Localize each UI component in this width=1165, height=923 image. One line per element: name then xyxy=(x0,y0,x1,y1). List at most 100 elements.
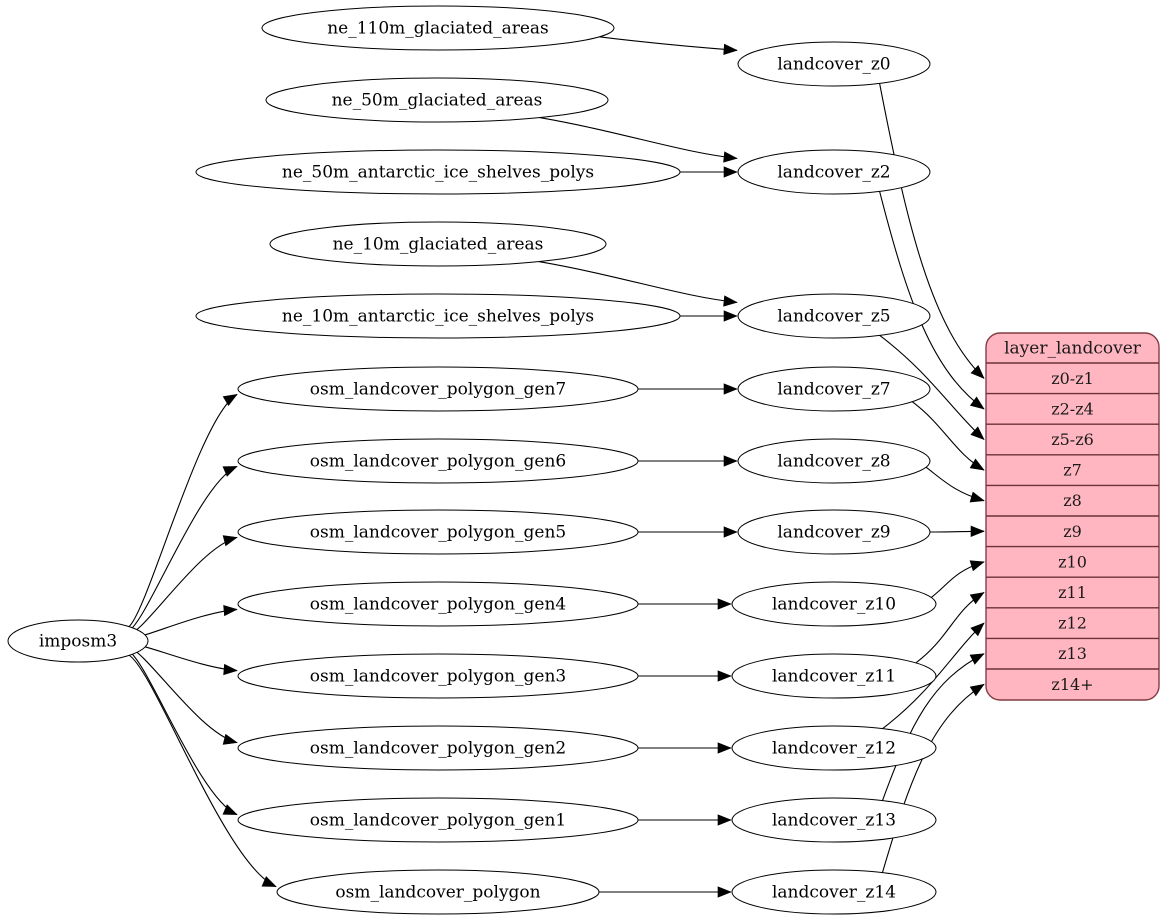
edge-osm_landcover_polygon_gen2-to-landcover_z12 xyxy=(637,742,732,754)
edge-arrowhead xyxy=(723,43,738,55)
edge-line xyxy=(881,683,985,873)
table-row-z14+[interactable]: z14+ xyxy=(1051,675,1093,694)
node-landcover_z2[interactable]: landcover_z2 xyxy=(737,149,931,195)
node-landcover_z9[interactable]: landcover_z9 xyxy=(737,509,931,555)
edge-landcover_z2-to-row-z2-z4 xyxy=(879,191,985,410)
table-row-z0-z1[interactable]: z0-z1 xyxy=(1051,369,1094,388)
node-shape xyxy=(731,581,937,627)
node-shape xyxy=(737,366,931,412)
node-ne_10m_antarctic_ice_shelves_polys[interactable]: ne_10m_antarctic_ice_shelves_polys xyxy=(195,293,681,339)
node-osm_landcover_polygon_gen7[interactable]: osm_landcover_polygon_gen7 xyxy=(237,366,639,412)
edge-arrowhead xyxy=(222,733,238,745)
edge-landcover_z13-to-row-z13 xyxy=(881,653,985,801)
edge-arrowhead xyxy=(222,393,238,407)
edge-arrowhead xyxy=(969,592,985,605)
edge-osm_landcover_polygon_gen7-to-landcover_z7 xyxy=(638,383,738,395)
edge-imposm3-to-osm_landcover_polygon_gen6 xyxy=(128,465,238,632)
edge-arrowhead xyxy=(223,604,238,617)
node-shape xyxy=(237,797,639,843)
node-shape xyxy=(737,438,931,484)
edge-landcover_z0-to-row-z0-z1 xyxy=(879,83,985,379)
edge-arrowhead xyxy=(723,455,738,467)
edge-arrowhead xyxy=(723,383,738,395)
edge-osm_landcover_polygon_gen1-to-landcover_z13 xyxy=(638,814,732,826)
node-landcover_z7[interactable]: landcover_z7 xyxy=(737,366,931,412)
table-row-z11[interactable]: z11 xyxy=(1058,583,1087,602)
node-landcover_z0[interactable]: landcover_z0 xyxy=(737,41,931,87)
node-osm_landcover_polygon_gen2[interactable]: osm_landcover_polygon_gen2 xyxy=(237,725,639,771)
edge-ne_10m_glaciated_areas-to-landcover_z5 xyxy=(538,261,738,307)
edge-landcover_z14-to-row-z14+ xyxy=(881,683,985,873)
node-shape xyxy=(237,509,639,555)
edge-arrowhead xyxy=(969,491,985,503)
node-shape xyxy=(731,797,937,843)
edge-landcover_z7-to-row-z7 xyxy=(911,401,985,471)
table-row-z5-z6[interactable]: z5-z6 xyxy=(1051,430,1094,449)
node-landcover_z10[interactable]: landcover_z10 xyxy=(731,581,937,627)
edge-ne_50m_antarctic_ice_shelves_polys-to-landcover_z2 xyxy=(679,166,738,178)
node-shape xyxy=(237,725,639,771)
edge-osm_landcover_polygon_gen4-to-landcover_z10 xyxy=(638,598,732,610)
node-shape xyxy=(237,581,639,627)
node-landcover_z13[interactable]: landcover_z13 xyxy=(731,797,937,843)
edge-arrowhead xyxy=(723,526,738,538)
edge-line xyxy=(879,191,985,410)
edge-imposm3-to-osm_landcover_polygon_gen7 xyxy=(128,393,238,628)
edge-line xyxy=(128,646,238,744)
node-osm_landcover_polygon_gen6[interactable]: osm_landcover_polygon_gen6 xyxy=(237,438,639,484)
node-osm_landcover_polygon_gen5[interactable]: osm_landcover_polygon_gen5 xyxy=(237,509,639,555)
node-landcover_z5[interactable]: landcover_z5 xyxy=(737,293,931,339)
edge-line xyxy=(128,465,238,632)
node-landcover_z14[interactable]: landcover_z14 xyxy=(731,869,937,915)
edge-landcover_z10-to-row-z10 xyxy=(930,560,985,598)
edge-arrowhead xyxy=(969,396,985,410)
node-landcover_z12[interactable]: landcover_z12 xyxy=(731,725,937,771)
edge-line xyxy=(128,650,238,816)
node-shape xyxy=(731,725,937,771)
edge-arrowhead xyxy=(717,670,732,682)
node-shape xyxy=(237,653,639,699)
node-osm_landcover_polygon_gen1[interactable]: osm_landcover_polygon_gen1 xyxy=(237,797,639,843)
table-row-z8[interactable]: z8 xyxy=(1063,491,1082,510)
table-row-z7[interactable]: z7 xyxy=(1063,461,1082,480)
edge-arrowhead xyxy=(970,525,985,537)
table-layer_landcover[interactable]: layer_landcoverz0-z1z2-z4z5-z6z7z8z9z10z… xyxy=(985,332,1160,701)
edge-arrowhead xyxy=(969,683,985,697)
node-osm_landcover_polygon_gen4[interactable]: osm_landcover_polygon_gen4 xyxy=(237,581,639,627)
edge-line xyxy=(879,334,985,440)
node-shape xyxy=(731,869,937,915)
edge-imposm3-to-osm_landcover_polygon xyxy=(128,654,277,888)
node-landcover_z11[interactable]: landcover_z11 xyxy=(731,653,937,699)
edge-landcover_z11-to-row-z11 xyxy=(915,592,985,664)
edge-arrowhead xyxy=(222,466,238,477)
table-row-z13[interactable]: z13 xyxy=(1058,644,1087,663)
table-row-z2-z4[interactable]: z2-z4 xyxy=(1051,399,1094,418)
node-shape xyxy=(276,869,600,915)
node-shape xyxy=(737,509,931,555)
node-shape xyxy=(265,77,609,123)
node-osm_landcover_polygon[interactable]: osm_landcover_polygon xyxy=(276,869,600,915)
table-row-z9[interactable]: z9 xyxy=(1063,522,1082,541)
node-ne_10m_glaciated_areas[interactable]: ne_10m_glaciated_areas xyxy=(269,221,607,267)
node-shape xyxy=(737,293,931,339)
edges-layer xyxy=(128,36,985,898)
node-landcover_z8[interactable]: landcover_z8 xyxy=(737,438,931,484)
node-shape xyxy=(731,653,937,699)
edge-line xyxy=(881,653,985,801)
node-shape xyxy=(261,5,615,51)
edge-osm_landcover_polygon-to-landcover_z14 xyxy=(598,886,732,898)
edge-line xyxy=(882,622,985,730)
node-imposm3[interactable]: imposm3 xyxy=(7,619,149,663)
node-ne_110m_glaciated_areas[interactable]: ne_110m_glaciated_areas xyxy=(261,5,615,51)
edge-arrowhead xyxy=(723,310,738,322)
table-row-z12[interactable]: z12 xyxy=(1058,614,1087,633)
node-ne_50m_antarctic_ice_shelves_polys[interactable]: ne_50m_antarctic_ice_shelves_polys xyxy=(195,149,681,195)
node-ne_50m_glaciated_areas[interactable]: ne_50m_glaciated_areas xyxy=(265,77,609,123)
node-osm_landcover_polygon_gen3[interactable]: osm_landcover_polygon_gen3 xyxy=(237,653,639,699)
layer-landcover-table: layer_landcoverz0-z1z2-z4z5-z6z7z8z9z10z… xyxy=(985,332,1160,701)
edge-line xyxy=(599,36,738,51)
table-row-z10[interactable]: z10 xyxy=(1058,552,1087,571)
edge-arrowhead xyxy=(970,364,985,379)
node-shape xyxy=(195,293,681,339)
